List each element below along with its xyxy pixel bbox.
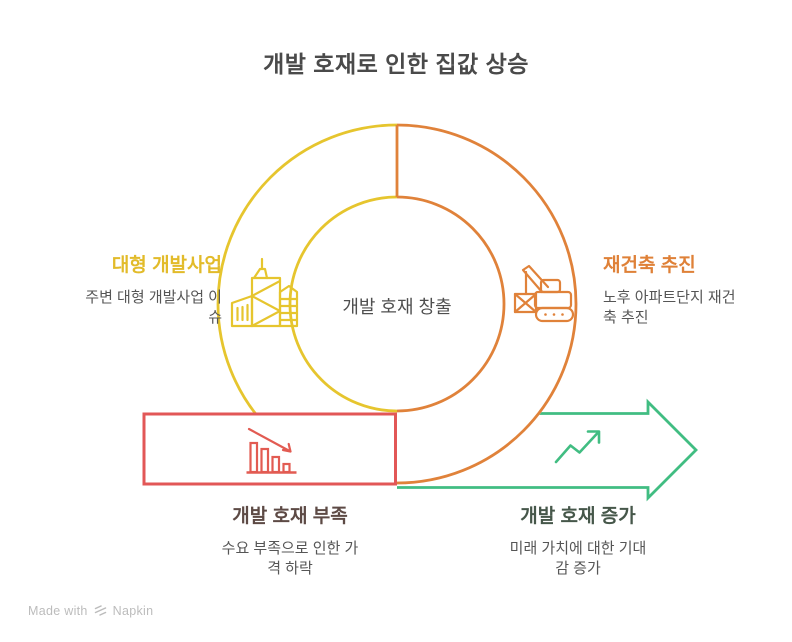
made-with-napkin-credit: Made with Napkin — [28, 603, 153, 618]
node-lack-of-momentum: 개발 호재 부족 수요 부족으로 인한 가 격 하락 — [180, 506, 400, 580]
brand-text: Napkin — [112, 603, 154, 618]
node-description: 노후 아파트단지 재건 축 추진 — [603, 288, 736, 327]
node-large-development: 대형 개발사업 주변 대형 개발사업 이 슈 — [30, 255, 222, 329]
ring-outer-right-arc — [396, 123, 578, 485]
excavator-crane-icon — [513, 264, 575, 323]
declining-bar-chart-icon — [246, 427, 297, 474]
node-heading: 개발 호재 부족 — [232, 506, 348, 527]
trending-up-arrow-icon — [554, 430, 601, 464]
city-buildings-icon — [230, 257, 299, 328]
node-heading: 재건축 추진 — [603, 255, 696, 276]
node-heading: 대형 개발사업 — [111, 255, 222, 276]
ring-inner-right-arc — [396, 195, 506, 413]
node-heading: 개발 호재 증가 — [520, 506, 636, 527]
ring-backing — [216, 123, 578, 485]
node-reconstruction: 재건축 추진 노후 아파트단지 재건 축 추진 — [603, 255, 783, 329]
node-description: 미래 가치에 대한 기대 감 증가 — [509, 539, 647, 578]
node-description: 수요 부족으로 인한 가 격 하락 — [221, 539, 359, 578]
ring-inner-left-arc — [288, 195, 398, 413]
center-node-label: 개발 호재 창출 — [342, 297, 452, 317]
made-with-text: Made with — [28, 603, 88, 618]
page-title: 개발 호재로 인한 집값 상승 — [263, 51, 529, 77]
napkin-logo-icon — [94, 605, 106, 616]
node-increase-of-momentum: 개발 호재 증가 미래 가치에 대한 기대 감 증가 — [468, 506, 688, 580]
node-description: 주변 대형 개발사업 이 슈 — [85, 288, 222, 327]
